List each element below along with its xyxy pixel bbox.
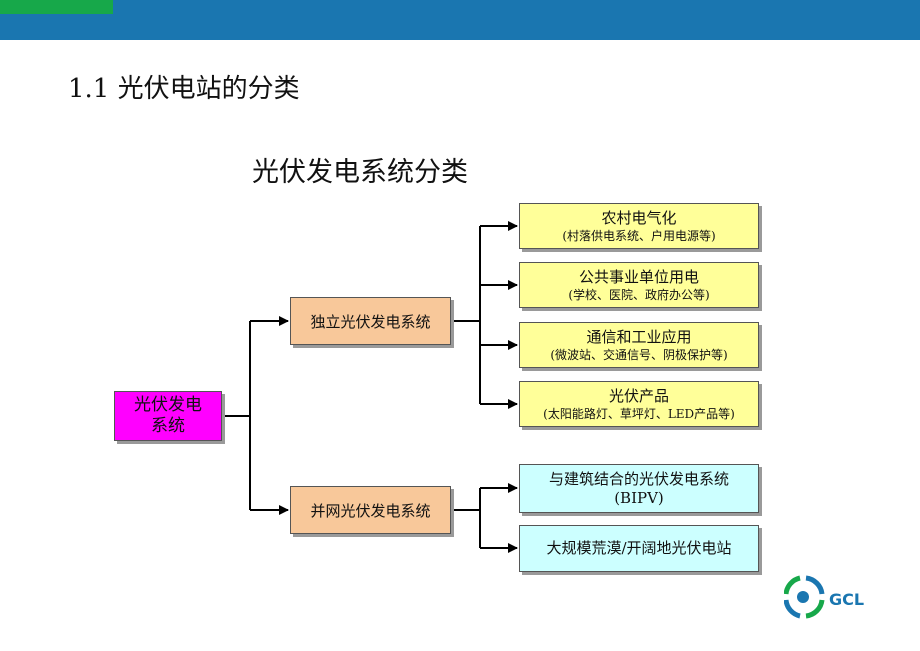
leaf-node-bipv: 与建筑结合的光伏发电系统 (BIPV) [519,464,759,513]
header-bar [0,0,920,40]
header-accent [0,0,113,14]
branch-node-label: 独立光伏发电系统 [310,312,431,331]
gcl-logo [784,575,825,619]
section-title: 1.1 光伏电站的分类 [68,74,300,104]
branch-node-standalone: 独立光伏发电系统 [290,297,451,345]
gcl-logo-text: GCL [829,590,865,609]
leaf-node-note: (村落供电系统、户用电源等) [562,228,716,243]
leaf-node-title: 光伏产品 [608,386,669,405]
branch-node-label: 并网光伏发电系统 [310,501,431,520]
leaf-node-note: (学校、医院、政府办公等) [568,287,710,302]
leaf-node-rural-electrification: 农村电气化 (村落供电系统、户用电源等) [519,203,759,249]
leaf-node-utility-scale: 大规模荒漠/开阔地光伏电站 [519,525,759,572]
leaf-node-title: 与建筑结合的光伏发电系统 [548,469,729,488]
leaf-node-title: 农村电气化 [601,208,677,227]
leaf-node-title: 公共事业单位用电 [578,267,699,286]
root-node-label: 光伏发电系统 [134,395,202,436]
branch-node-grid: 并网光伏发电系统 [290,486,451,534]
leaf-node-note: (BIPV) [614,488,664,507]
leaf-node-title: 通信和工业应用 [586,327,692,346]
leaf-node-telecom-industry: 通信和工业应用 (微波站、交通信号、阴极保护等) [519,322,759,368]
leaf-node-pv-products: 光伏产品 (太阳能路灯、草坪灯、LED产品等) [519,381,759,427]
leaf-node-note: (微波站、交通信号、阴极保护等) [550,347,728,362]
leaf-node-note: (太阳能路灯、草坪灯、LED产品等) [543,406,735,421]
root-node: 光伏发电系统 [114,391,222,441]
leaf-node-title: 大规模荒漠/开阔地光伏电站 [546,539,732,557]
leaf-node-public-utilities: 公共事业单位用电 (学校、医院、政府办公等) [519,262,759,308]
diagram-title: 光伏发电系统分类 [252,157,468,188]
